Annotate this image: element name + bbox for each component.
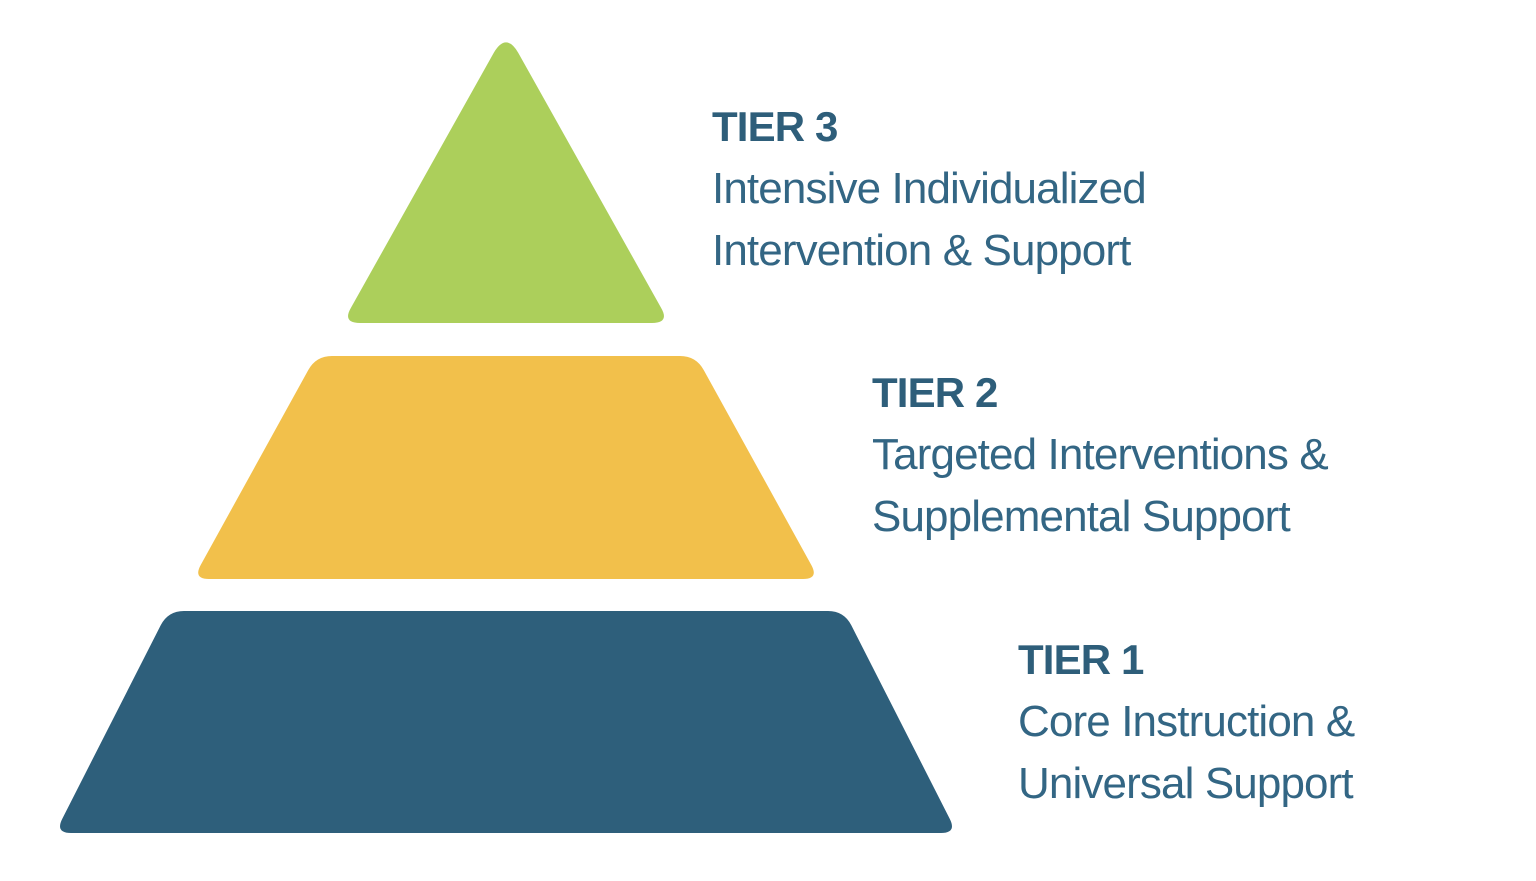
tier-3-line-1: Intensive Individualized [712, 164, 1147, 213]
tier-1-shape [60, 611, 952, 833]
tier-3-label-block: TIER 3 Intensive Individualized Interven… [712, 96, 1147, 282]
tier-2-label-block: TIER 2 Targeted Interventions & Suppleme… [872, 362, 1329, 548]
tier-2-line-1: Targeted Interventions & [872, 430, 1329, 479]
tier-2-title: TIER 2 [872, 369, 998, 416]
tier-1-line-2: Universal Support [1018, 759, 1354, 808]
tier-3-line-2: Intervention & Support [712, 226, 1131, 275]
tier-1-line-1: Core Instruction & [1018, 697, 1355, 746]
tier-1-label-block: TIER 1 Core Instruction & Universal Supp… [1018, 629, 1355, 815]
tier-3-title: TIER 3 [712, 103, 838, 150]
tier-3-shape [348, 42, 664, 323]
tier-2-shape [198, 356, 814, 579]
tier-2-line-2: Supplemental Support [872, 492, 1291, 541]
tier-1-title: TIER 1 [1018, 636, 1144, 683]
